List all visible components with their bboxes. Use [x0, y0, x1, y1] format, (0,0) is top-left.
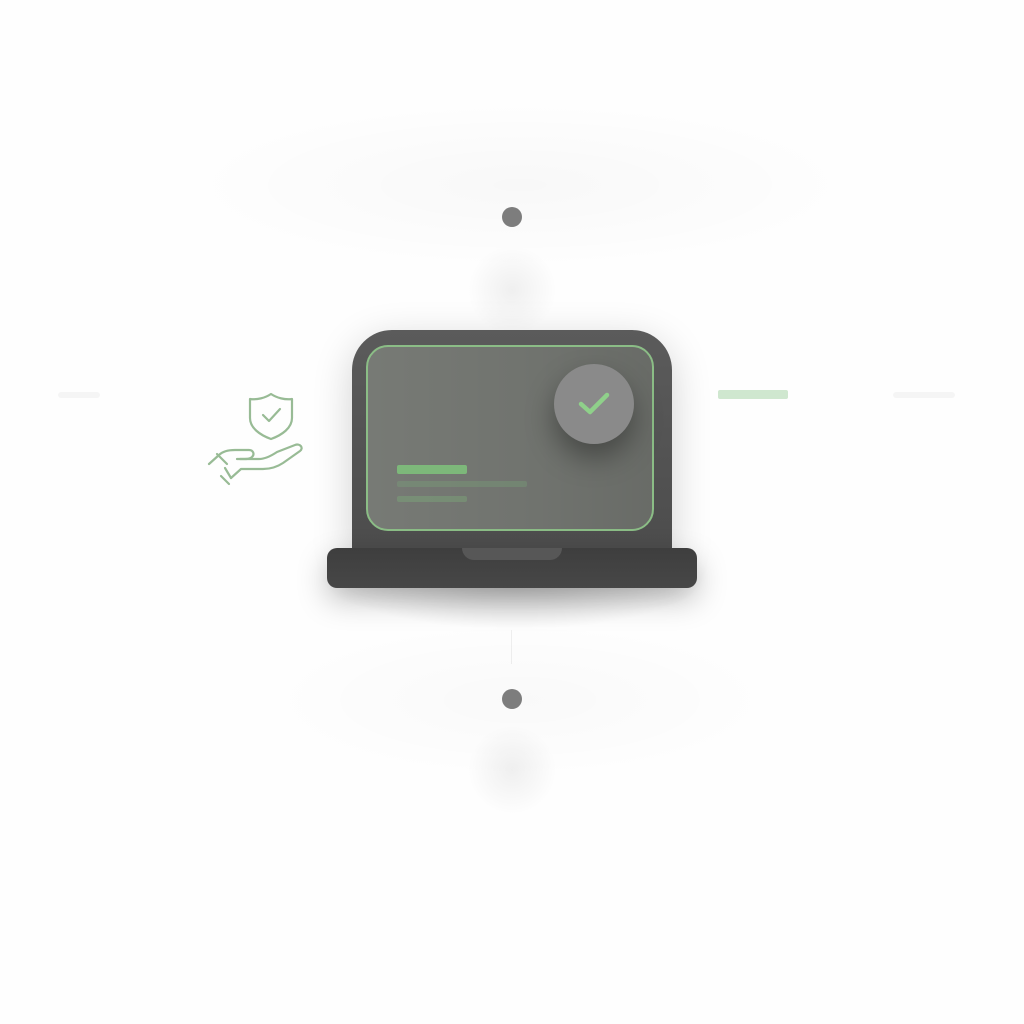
decor-line-right — [893, 392, 955, 398]
decor-line-left — [58, 392, 100, 398]
screen-bar-tertiary — [397, 496, 467, 502]
decor-line-green — [718, 390, 788, 399]
dot-top — [502, 207, 522, 227]
background-haze-top — [180, 100, 860, 270]
laptop-base — [327, 548, 697, 588]
dot-glow-top — [467, 245, 557, 335]
screen-bar-primary — [397, 465, 467, 474]
connector-line — [511, 630, 512, 664]
dot-bottom — [502, 689, 522, 709]
dot-glow-bottom — [467, 725, 557, 815]
laptop-notch — [462, 548, 562, 560]
check-icon — [578, 392, 610, 415]
check-badge — [554, 364, 634, 444]
hand-shield-check-icon — [205, 388, 310, 488]
screen-bar-secondary — [397, 481, 527, 487]
